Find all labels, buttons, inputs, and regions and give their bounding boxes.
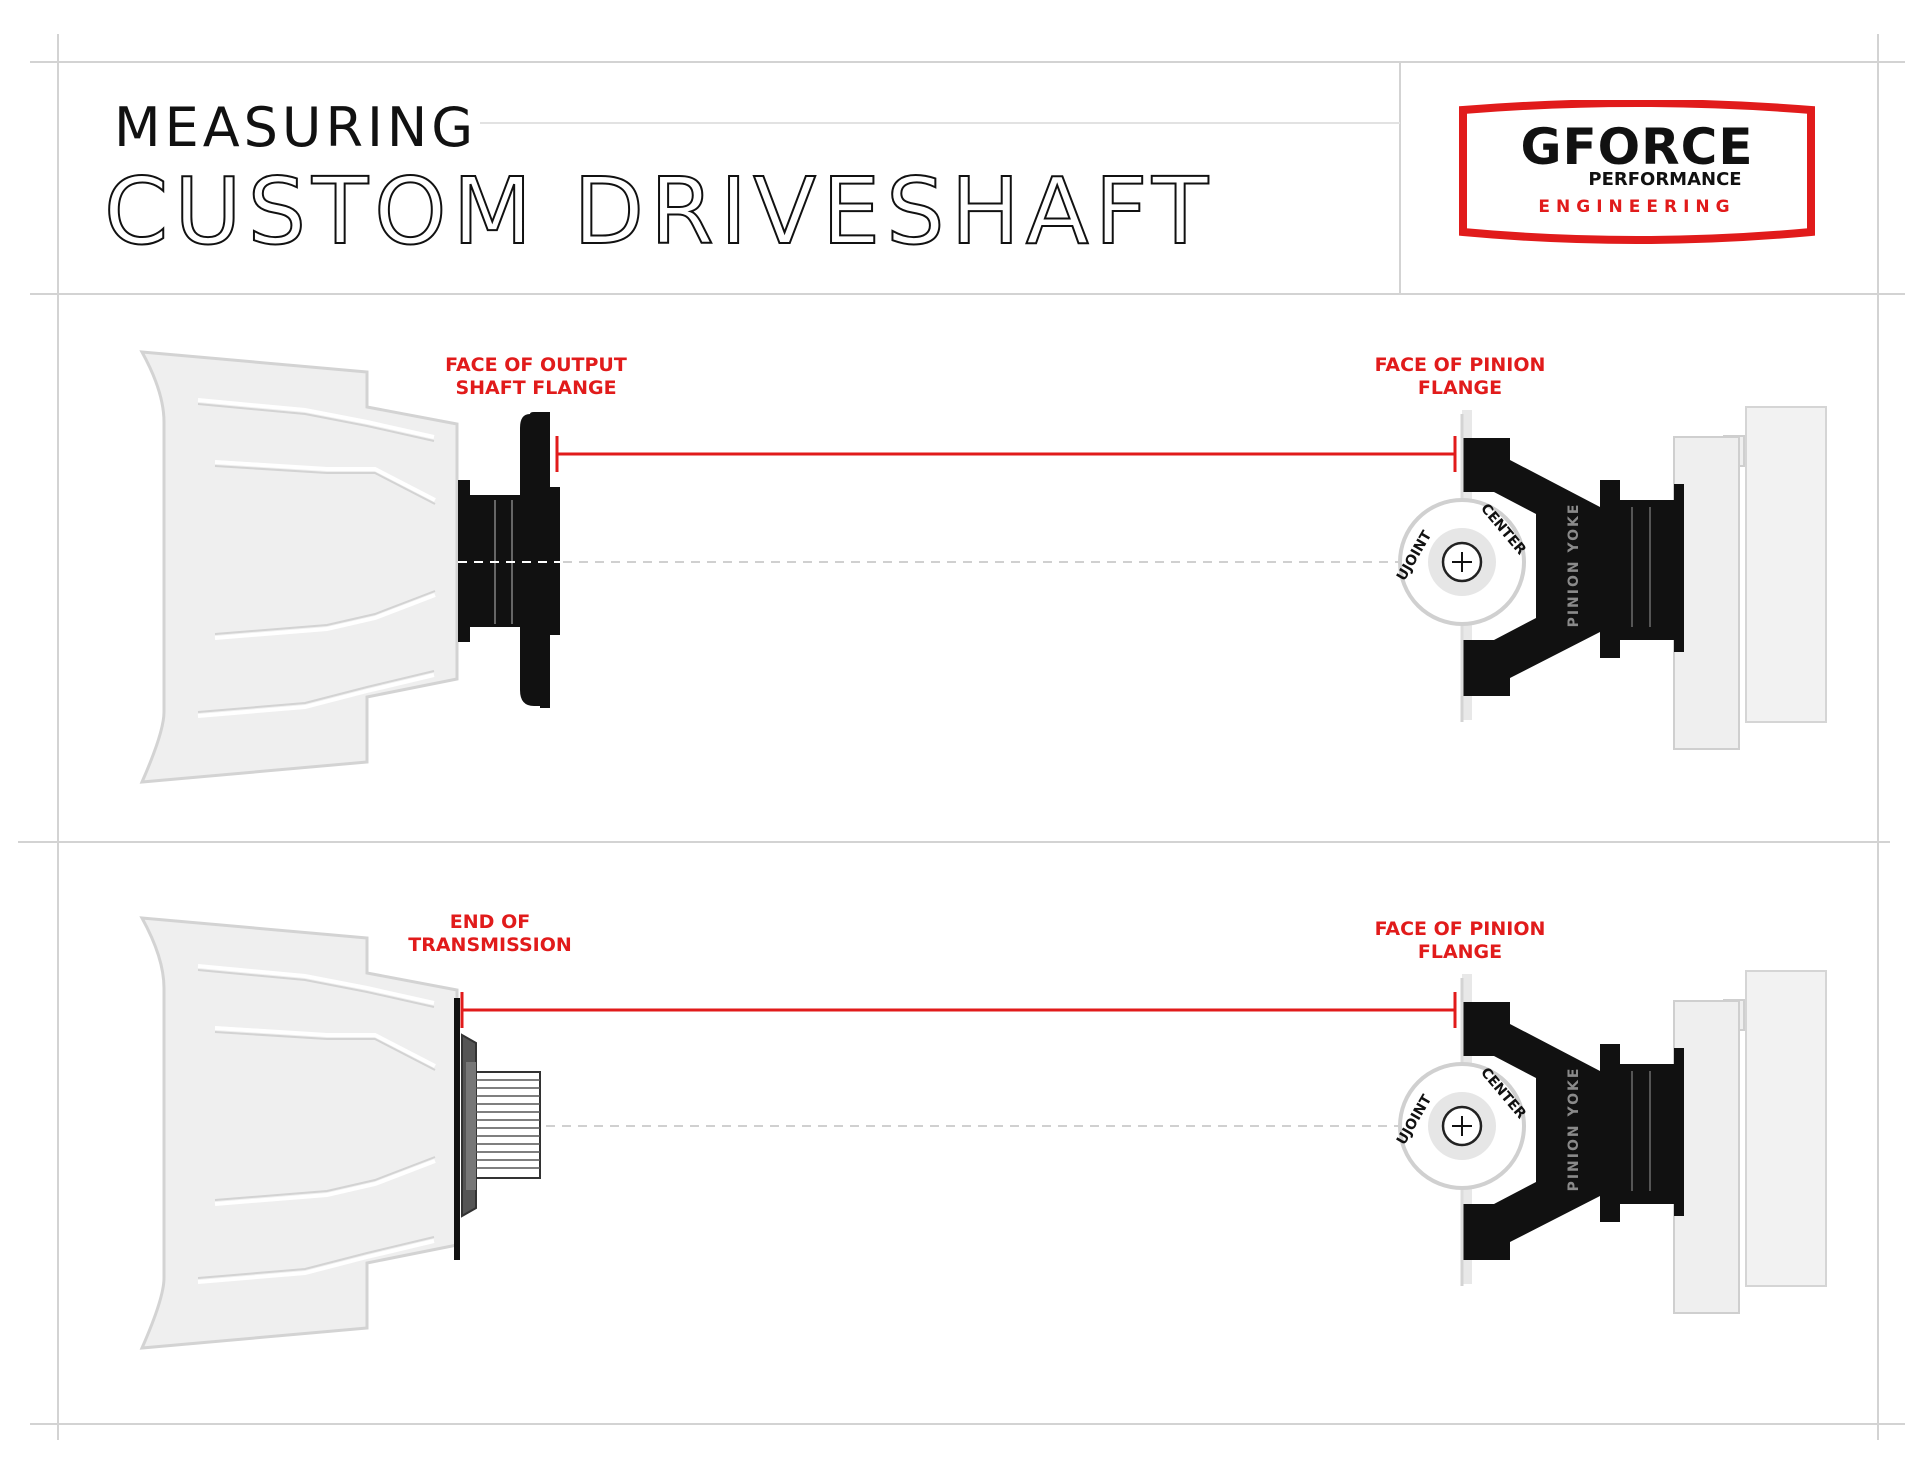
pinion-yoke-assembly xyxy=(1398,969,1828,1315)
label-pinion-flange-1: FACE OF PINION FLANGE xyxy=(1374,354,1546,399)
pinion-yoke-assembly xyxy=(1398,405,1828,751)
pinion-yoke-label: PINION YOKE xyxy=(1566,1067,1582,1192)
output-shaft-flange xyxy=(458,412,560,708)
transmission-output-spline xyxy=(454,998,541,1260)
label-pinion-flange-2: FACE OF PINION FLANGE xyxy=(1374,918,1546,963)
logo-engineering: ENGINEERING xyxy=(1538,197,1735,217)
diagram-2: UJOINT CENTER PINION YOKE xyxy=(140,916,1828,1350)
logo-performance: PERFORMANCE xyxy=(1588,169,1741,190)
title-measuring: MEASURING xyxy=(114,96,478,159)
label-end-of-transmission: END OF TRANSMISSION xyxy=(408,911,572,956)
logo-brand: GFORCE xyxy=(1520,118,1753,176)
pinion-yoke-label: PINION YOKE xyxy=(1566,503,1582,628)
transmission-housing xyxy=(140,916,459,1350)
title-custom-driveshaft: CUSTOM DRIVESHAFT xyxy=(103,157,1215,266)
frame-lines xyxy=(18,34,1905,1440)
measurement-line xyxy=(555,436,1457,472)
measurement-line xyxy=(460,992,1457,1028)
label-output-shaft-flange: FACE OF OUTPUT SHAFT FLANGE xyxy=(445,354,627,399)
diagram-1: UJOINT CENTER PINION YOKE xyxy=(140,350,1828,784)
transmission-housing xyxy=(140,350,459,784)
gforce-logo: GFORCE PERFORMANCE ENGINEERING xyxy=(1459,100,1815,244)
